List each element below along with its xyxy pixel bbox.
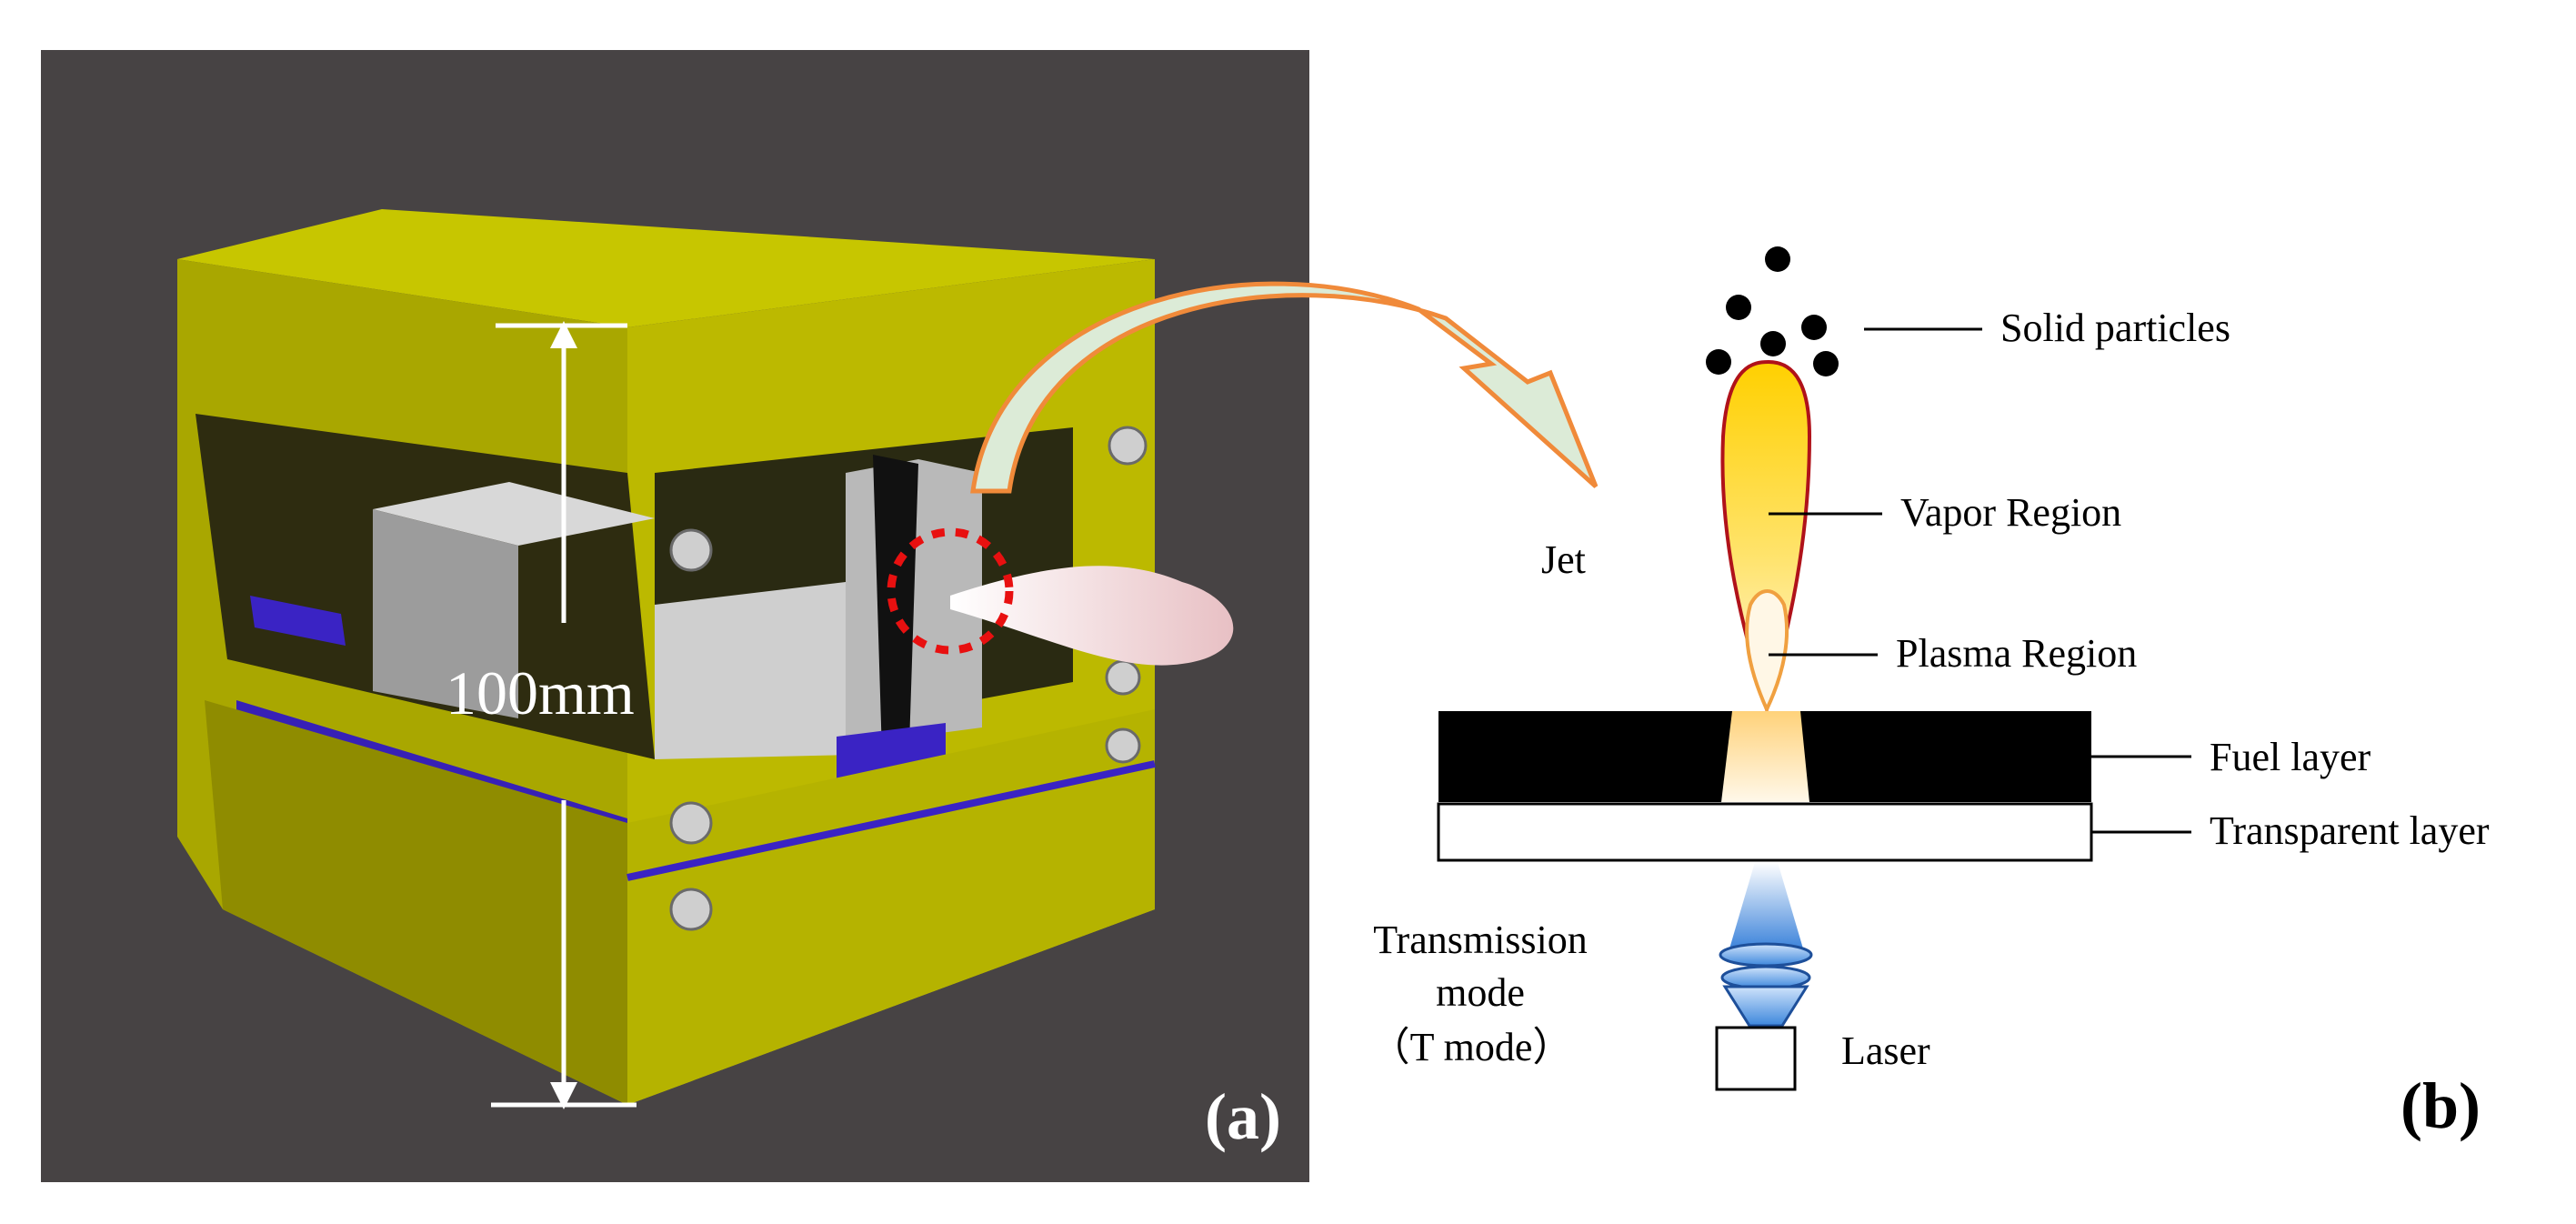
screw-icon bbox=[669, 888, 713, 931]
label-solid-particles: Solid particles bbox=[2000, 306, 2230, 350]
plasma-region bbox=[1745, 589, 1789, 714]
particle-icon bbox=[1706, 349, 1731, 375]
particle-icon bbox=[1765, 246, 1790, 272]
screw-icons bbox=[669, 426, 1148, 931]
jet-plume bbox=[950, 566, 1234, 666]
screw-icon bbox=[1105, 659, 1141, 696]
housing-seam bbox=[626, 760, 1156, 881]
internal-module-side bbox=[655, 582, 855, 759]
particle-icon bbox=[1726, 295, 1751, 320]
panel-a: 100mm (a) bbox=[41, 50, 1309, 1182]
screw-icon bbox=[1108, 426, 1148, 466]
label-mode-line2: mode bbox=[1436, 970, 1525, 1015]
label-transparent-layer: Transparent layer bbox=[2210, 808, 2490, 853]
panel-b: Solid particles Vapor Region Jet Plasma … bbox=[1370, 246, 2490, 1142]
screw-icon bbox=[669, 528, 713, 572]
fuel-plume bbox=[1721, 711, 1809, 802]
blue-block-left bbox=[250, 596, 346, 646]
connector-arrow bbox=[970, 281, 1599, 494]
label-plasma-region: Plasma Region bbox=[1896, 631, 2137, 676]
highlight-ring bbox=[887, 527, 1014, 655]
transparent-layer bbox=[1437, 802, 2093, 862]
label-mode-line1: Transmission bbox=[1373, 918, 1588, 962]
dimension-label: 100mm bbox=[446, 658, 635, 727]
label-vapor-region: Vapor Region bbox=[1900, 490, 2121, 535]
housing-lower-left bbox=[205, 700, 627, 1105]
particle-icon bbox=[1801, 315, 1827, 340]
housing-lower-front bbox=[627, 709, 1155, 1105]
solid-particles bbox=[1706, 246, 1839, 376]
laser-beam-upper bbox=[1728, 862, 1805, 955]
laser-source-icon bbox=[1715, 1026, 1797, 1091]
panel-a-label: (a) bbox=[1205, 1080, 1281, 1153]
label-fuel-layer: Fuel layer bbox=[2210, 735, 2371, 779]
screw-icon bbox=[1105, 727, 1141, 764]
label-mode-line3: （T mode） bbox=[1370, 1025, 1573, 1069]
label-laser: Laser bbox=[1841, 1028, 1930, 1073]
laser-beam-lower bbox=[1722, 985, 1809, 1028]
housing-top-face bbox=[177, 209, 1155, 327]
panel-b-label: (b) bbox=[2401, 1069, 2481, 1142]
internal-module-front bbox=[373, 509, 518, 718]
particle-icon bbox=[1760, 331, 1786, 356]
lens-icon bbox=[1719, 942, 1813, 968]
internal-module-top bbox=[373, 482, 655, 546]
lens-icon bbox=[1720, 965, 1811, 990]
label-jet: Jet bbox=[1541, 537, 1586, 582]
screw-icon bbox=[669, 801, 713, 845]
particle-icon bbox=[1813, 351, 1839, 376]
